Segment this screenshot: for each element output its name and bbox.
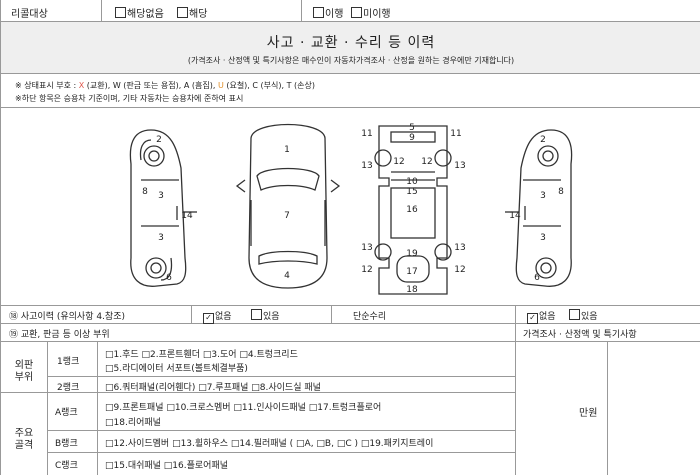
legend-area: ※ 상태표시 부호 : X (교환), W (판금 또는 용접), A (흠집)… [1,74,700,108]
rankB-label: B랭크 [55,439,78,449]
price-header: 가격조사 · 산정액 및 특기사항 [523,330,637,340]
part-number-label: 15 [406,187,417,197]
part-number-label: 10 [406,177,418,187]
rankC-parts-line1[interactable]: □15.대쉬패널 □16.플로어패널 [105,461,229,471]
frame-view-car [374,125,452,295]
simple-repair-no-option[interactable]: ✓없음 [527,309,556,324]
accident-no-option[interactable]: ✓없음 [203,309,232,324]
part-number-label: 11 [361,129,372,139]
part-number-label: 18 [406,285,418,295]
part-number-label: 11 [450,129,461,139]
part-number-label: 14 [181,211,193,221]
part-number-label: 2 [540,135,546,145]
recall-not-applicable-option[interactable]: 해당없음 [115,5,164,20]
legend-symbol: A [183,81,190,90]
legend-symbol: X [78,81,85,90]
rankA-parts-line2[interactable]: □18.리어패널 [105,418,161,428]
part-number-label: 3 [158,233,164,243]
rankA-parts-line1[interactable]: □9.프론트패널 □10.크로스멤버 □11.인사이드패널 □17.트렁크플로어 [105,403,382,413]
legend-text: (흠집), [189,81,218,90]
rankA-label: A랭크 [55,408,78,418]
part-number-label: 12 [454,265,465,275]
recall-not-done-option[interactable]: 미이행 [351,5,391,20]
checkbox[interactable] [177,7,188,18]
rankC-label: C랭크 [55,461,78,471]
part-number-label: 13 [361,243,372,253]
right-side-view-car [505,129,573,287]
part-number-label: 17 [406,267,417,277]
accident-history-label: ⑱ 사고이력 (유의사항 4.참조) [9,312,125,322]
part-number-label: 3 [540,191,546,201]
part-number-label: 2 [156,135,162,145]
section-subtitle: (가격조사 · 산정액 및 특기사항은 매수인이 자동차가격조사 · 산정을 원… [187,56,515,65]
legend-text: (교환), [84,81,113,90]
legend-text: (요철), [223,81,253,90]
checkbox[interactable] [569,309,580,320]
rank1-label: 1랭크 [57,357,80,367]
outer-panel-category: 외판 부위 [14,360,34,383]
exchange-table: 외판 부위 주요 골격 1랭크 □1.후드 □2.프론트휀더 □3.도어 □4.… [1,342,700,475]
part-number-label: 8 [558,187,564,197]
legend-symbol: W [112,81,121,90]
exchange-label: ⑲ 교환, 판금 등 이상 부위 [9,330,110,340]
part-number-label: 7 [284,211,290,221]
checkbox-checked[interactable]: ✓ [527,313,538,324]
legend-text: (판금 또는 용접), [120,81,184,90]
part-number-label: 6 [534,273,540,283]
simple-repair-yes-option[interactable]: 있음 [569,309,598,322]
legend-symbol: U [217,81,224,90]
recall-done-option[interactable]: 이행 [313,5,343,20]
legend-text: (부식), [257,81,287,90]
part-number-label: 9 [409,133,415,143]
part-number-label: 4 [284,271,290,281]
legend-note: ※하단 항목은 승용차 기준이며, 기타 자동차는 승용차에 준하여 표시 [15,94,244,103]
rank1-parts-line2[interactable]: □5.라디에이터 서포트(볼트체결부품) [105,364,248,374]
part-number-label: 12 [421,157,432,167]
section-title-band: 사고 · 교환 · 수리 등 이력 (가격조사 · 산정액 및 특기사항은 매수… [1,22,700,74]
recall-label: 리콜대상 [11,9,48,20]
part-number-label: 6 [166,273,172,283]
status-legend: ※ 상태표시 부호 : X (교환), W (판금 또는 용접), A (흠집)… [15,81,315,90]
section-title: 사고 · 교환 · 수리 등 이력 [266,35,436,51]
part-number-label: 13 [361,161,372,171]
price-value[interactable]: 만원 [579,408,598,419]
simple-repair-label: 단순수리 [353,312,387,322]
part-number-label: 3 [158,191,164,201]
legend-symbol: T [286,81,292,90]
left-side-view-car [129,129,197,287]
checkbox[interactable] [251,309,262,320]
part-number-label: 13 [454,243,465,253]
part-number-label: 12 [361,265,372,275]
rank2-parts-line1[interactable]: □6.쿼터패널(리어휀다) □7.루프패널 □8.사이드실 패널 [105,383,321,393]
part-number-label: 14 [509,211,521,221]
legend-symbol: C [252,81,258,90]
rank1-parts-line1[interactable]: □1.후드 □2.프론트휀더 □3.도어 □4.트렁크리드 [105,350,298,360]
part-number-label: 8 [142,187,148,197]
accident-yes-option[interactable]: 있음 [251,309,280,322]
checkbox-checked[interactable]: ✓ [203,313,214,324]
part-number-label: 5 [409,123,415,133]
top-view-car [235,123,341,289]
checkbox[interactable] [115,7,126,18]
exchange-header-row: ⑲ 교환, 판금 등 이상 부위 가격조사 · 산정액 및 특기사항 [1,324,700,342]
part-number-label: 13 [454,161,465,171]
part-number-label: 1 [284,145,290,155]
part-number-label: 19 [406,249,418,259]
part-number-label: 3 [540,233,546,243]
rankB-parts-line1[interactable]: □12.사이드멤버 □13.휠하우스 □14.필러패널 ( □A, □B, □C… [105,439,434,449]
part-number-label: 16 [406,205,418,215]
rank2-label: 2랭크 [57,383,80,393]
legend-text: (손상) [291,81,315,90]
part-number-label: 12 [393,157,404,167]
checkbox[interactable] [351,7,362,18]
accident-history-row: ⑱ 사고이력 (유의사항 4.참조) ✓없음 있음 단순수리 ✓없음 있음 [1,306,700,324]
checkbox[interactable] [313,7,324,18]
major-frame-category: 주요 골격 [14,428,34,451]
recall-row: 리콜대상 해당없음 해당 이행 미이행 [1,0,700,22]
recall-applicable-option[interactable]: 해당 [177,5,207,20]
